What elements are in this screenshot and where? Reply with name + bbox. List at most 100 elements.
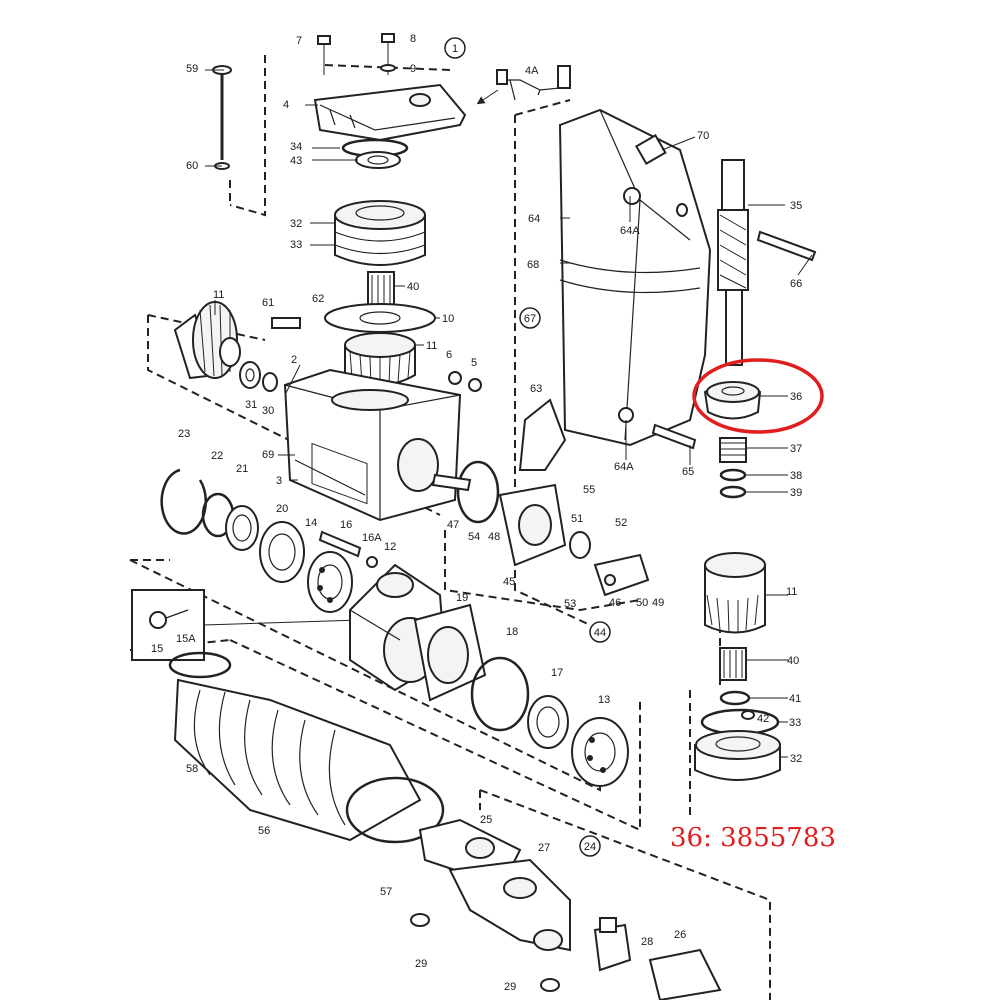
- spider-28: [593, 917, 632, 972]
- part-label: 25: [480, 814, 492, 826]
- part-label: 15: [151, 643, 163, 655]
- pin-66: [756, 230, 817, 262]
- gear-housing-2: [283, 368, 462, 522]
- part-label: 42: [757, 713, 769, 725]
- part-label: 17: [551, 667, 563, 679]
- part-label: 20: [276, 503, 288, 515]
- part-label: 22: [211, 450, 223, 462]
- part-label: 38: [790, 470, 802, 482]
- key-61: [271, 317, 301, 329]
- group-outline-upper: [129, 559, 601, 792]
- ring-21: [225, 505, 259, 551]
- part-label: 27: [538, 842, 550, 854]
- part-label: 26: [674, 929, 686, 941]
- ring-38: [719, 468, 747, 482]
- part-label: 34: [290, 141, 302, 153]
- part-label: 11: [426, 340, 437, 352]
- bolt-6-5: [448, 371, 482, 392]
- top-cover-4: [313, 83, 467, 142]
- bevel-gear-11-top: [344, 332, 416, 387]
- bearing-14: [307, 551, 353, 613]
- seal-17: [527, 695, 569, 749]
- part-label: 59: [186, 63, 198, 75]
- part-label: 19: [456, 592, 468, 604]
- flange-19: [413, 603, 487, 702]
- part-label: 68: [527, 259, 539, 271]
- group-number: 24: [584, 841, 596, 853]
- part-label: 48: [488, 531, 500, 543]
- part-label: 49: [652, 597, 664, 609]
- group-number: 44: [594, 627, 606, 639]
- spring-37: [719, 437, 747, 463]
- shaft-40-lower: [719, 647, 747, 681]
- part-label: 45: [503, 576, 515, 588]
- part-label: 70: [697, 130, 709, 142]
- part-label: 18: [506, 626, 518, 638]
- part-label: 65: [682, 466, 694, 478]
- stud-48: [431, 473, 472, 492]
- washer-29-a: [410, 913, 430, 927]
- part-label: 16: [340, 519, 352, 531]
- vertical-shaft-35: [717, 159, 749, 366]
- part-label: 23: [178, 428, 190, 440]
- part-label: 64: [528, 213, 540, 225]
- washer-30: [262, 372, 278, 392]
- part-label: 37: [790, 443, 802, 455]
- part-label: 21: [236, 463, 248, 475]
- seal-20: [259, 521, 305, 583]
- part-label: 55: [583, 484, 595, 496]
- bevel-gear-11-left: [173, 301, 241, 380]
- part-label: 5: [471, 357, 477, 369]
- part-label: 41: [789, 693, 801, 705]
- bearing-13: [571, 717, 629, 787]
- ring-41: [719, 690, 751, 706]
- part-label: 30: [262, 405, 274, 417]
- part-label: 69: [262, 449, 274, 461]
- part-label: 11: [786, 586, 797, 598]
- o-ring-18: [470, 656, 530, 732]
- bevel-gear-11-right: [704, 552, 766, 634]
- o-ring-47: [456, 460, 500, 524]
- part-label: 9: [410, 63, 416, 75]
- group-circle: [579, 835, 601, 857]
- bearing-32-33: [334, 200, 426, 266]
- part-label: 62: [312, 293, 324, 305]
- clamp-57: [345, 776, 445, 844]
- part-label: 39: [790, 487, 802, 499]
- rod-59: [212, 65, 232, 170]
- leader-lines: [205, 69, 813, 758]
- group-circle: [519, 307, 541, 329]
- bearing-32-lower: [694, 730, 781, 781]
- bellows-58: [168, 651, 422, 842]
- washer-31: [239, 361, 261, 389]
- part-label: 15A: [176, 633, 196, 645]
- inset-15: [131, 589, 361, 661]
- part-label: 29: [415, 958, 427, 970]
- part-label: 64A: [614, 461, 634, 473]
- part-label: 54: [468, 531, 480, 543]
- part-label: 52: [615, 517, 627, 529]
- bolt-7: [317, 35, 331, 75]
- group-circle: [589, 621, 611, 643]
- group-outline-1: [229, 55, 451, 217]
- pin-16: [318, 530, 362, 558]
- part-label: 58: [186, 763, 198, 775]
- washer-29-b: [540, 978, 560, 992]
- part-label: 40: [787, 655, 799, 667]
- part-label: 63: [530, 383, 542, 395]
- part-label: 4: [283, 99, 289, 111]
- pin-42: [741, 710, 755, 720]
- part-label: 56: [258, 825, 270, 837]
- part-label: 51: [571, 513, 583, 525]
- bolt-8: [380, 33, 396, 75]
- part-label: 32: [790, 753, 802, 765]
- upper-gear-cover-64: [558, 108, 712, 447]
- group-number: 1: [452, 43, 458, 55]
- part-label: 40: [407, 281, 419, 293]
- cone-36: [703, 381, 762, 420]
- circlip-23: [160, 468, 207, 535]
